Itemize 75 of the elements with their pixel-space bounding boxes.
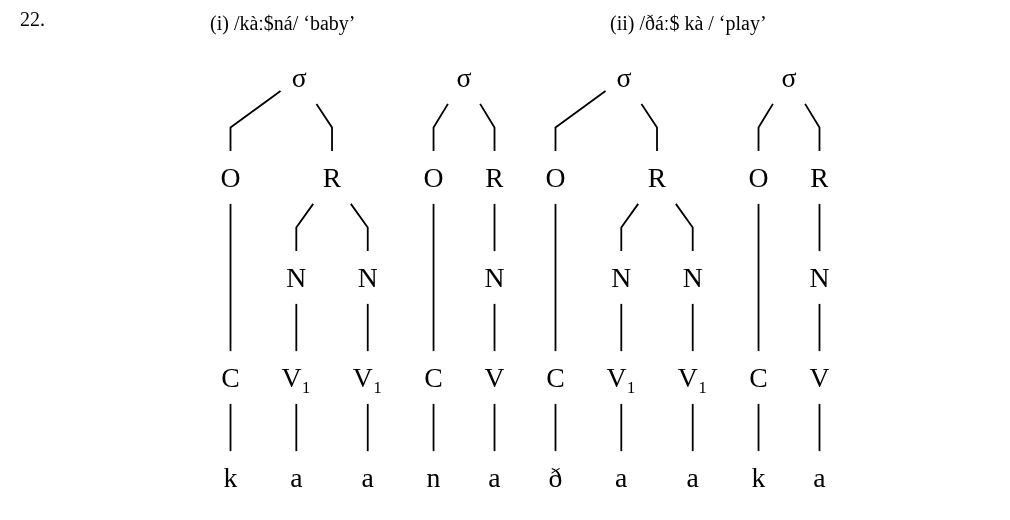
node-text: V	[809, 362, 830, 393]
node-text: C	[424, 362, 443, 393]
node-text: n	[426, 462, 441, 493]
node-text: N	[611, 262, 632, 293]
node-text: a	[615, 462, 628, 493]
connector	[620, 303, 623, 352]
connector	[757, 103, 774, 152]
node-text: O	[545, 162, 566, 193]
example-heading: (ii) /ðáː$ kà / ‘play’	[610, 12, 767, 35]
node-text: a	[686, 462, 699, 493]
connector	[554, 203, 557, 352]
example-number: 22.	[20, 8, 45, 31]
connector	[620, 403, 623, 452]
node-text: N	[357, 262, 378, 293]
node-text: k	[751, 462, 766, 493]
connector	[295, 303, 298, 352]
node-text: a	[361, 462, 374, 493]
node-text: ð	[548, 462, 563, 493]
node-text: R	[647, 162, 667, 193]
connector	[366, 403, 369, 452]
node-text: a	[290, 462, 303, 493]
node-text: N	[286, 262, 307, 293]
connector	[691, 303, 694, 352]
node-text: R	[810, 162, 829, 193]
connector	[554, 90, 607, 152]
connector	[640, 103, 658, 152]
node-text: V₁	[281, 362, 312, 393]
connector	[804, 103, 821, 152]
node-text: O	[748, 162, 769, 193]
node-text: V₁	[677, 362, 708, 393]
node-text: V	[484, 362, 505, 393]
node-text: V₁	[606, 362, 637, 393]
node-text: O	[423, 162, 444, 193]
connector	[295, 403, 298, 452]
connector	[818, 403, 821, 452]
node-text: R	[322, 162, 342, 193]
connector	[554, 403, 557, 452]
connector	[432, 403, 435, 452]
connector	[691, 403, 694, 452]
node-text: C	[749, 362, 768, 393]
connector	[493, 203, 496, 252]
connector	[229, 203, 232, 352]
connector	[493, 403, 496, 452]
node-text: C	[221, 362, 240, 393]
connector	[315, 103, 333, 152]
connector	[818, 303, 821, 352]
connector	[349, 203, 369, 252]
node-text: N	[809, 262, 830, 293]
connector	[229, 403, 232, 452]
node-text: R	[485, 162, 504, 193]
node-text: N	[484, 262, 505, 293]
node-text: σ	[456, 62, 472, 93]
connector	[493, 303, 496, 352]
node-text: C	[546, 362, 565, 393]
node-text: σ	[781, 62, 797, 93]
node-text: σ	[616, 62, 632, 93]
connector	[757, 203, 760, 352]
node-text: N	[682, 262, 703, 293]
node-text: a	[813, 462, 826, 493]
connector	[818, 203, 821, 252]
connector	[757, 403, 760, 452]
connector	[674, 203, 694, 252]
connector	[620, 203, 640, 252]
connector	[229, 90, 282, 152]
example-heading: (i) /kàː$ná/ ‘baby’	[210, 12, 356, 35]
node-text: O	[220, 162, 241, 193]
connector	[295, 203, 315, 252]
connector	[479, 103, 496, 152]
connector	[366, 303, 369, 352]
connector	[432, 203, 435, 352]
node-text: V₁	[352, 362, 383, 393]
node-text: k	[223, 462, 238, 493]
node-text: a	[488, 462, 501, 493]
node-text: σ	[291, 62, 307, 93]
connector	[432, 103, 449, 152]
